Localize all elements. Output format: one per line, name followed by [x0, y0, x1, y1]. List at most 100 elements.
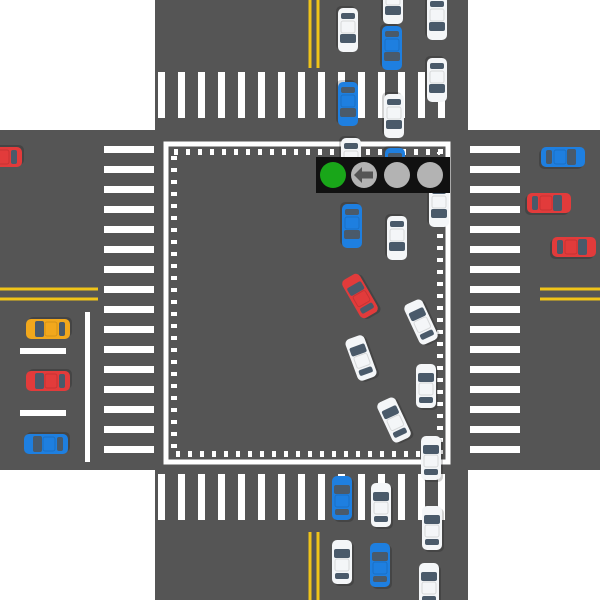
- crosswalk-stripe: [278, 72, 285, 118]
- car-rear-window: [374, 516, 388, 522]
- crosswalk-stripe: [258, 474, 265, 520]
- left-arrow-icon: [354, 167, 373, 183]
- traffic-light-green-lamp: [320, 162, 346, 188]
- crosswalk-east: [470, 146, 520, 453]
- crosswalk-stripe: [104, 226, 154, 233]
- crosswalk-stripe: [258, 72, 265, 118]
- car-white: [419, 563, 441, 600]
- crosswalk-stripe: [470, 326, 520, 333]
- car-red: [0, 145, 24, 167]
- car-rear-window: [11, 150, 17, 164]
- crosswalk-stripe: [104, 426, 154, 433]
- crosswalk-stripe: [470, 306, 520, 313]
- car-rear-window: [419, 397, 433, 403]
- car-windshield: [340, 108, 356, 117]
- crosswalk-stripe: [178, 72, 185, 118]
- crosswalk-stripe: [298, 72, 305, 118]
- car-windshield: [372, 552, 388, 561]
- car-rear-window: [358, 366, 373, 376]
- car-windshield: [431, 209, 447, 218]
- traffic-light: [316, 157, 450, 193]
- car-white: [377, 397, 414, 444]
- crosswalk-stripe: [470, 446, 520, 453]
- crosswalk-stripe: [158, 474, 165, 520]
- crosswalk-stripe: [238, 72, 245, 118]
- crosswalk-stripe: [104, 286, 154, 293]
- car-rear-window: [335, 509, 349, 515]
- car-windshield: [347, 281, 365, 296]
- crosswalk-stripe: [178, 474, 185, 520]
- car-rear-window: [335, 573, 349, 579]
- car-rear-window: [532, 196, 538, 210]
- car-rear-window: [422, 596, 436, 600]
- crosswalk-west: [104, 146, 154, 453]
- car-yellow: [26, 317, 72, 339]
- car-rear-window: [59, 374, 65, 388]
- crosswalk-stripe: [198, 474, 205, 520]
- car-blue: [380, 24, 402, 70]
- crosswalk-stripe: [470, 406, 520, 413]
- car-blue: [370, 543, 392, 589]
- car-windshield: [340, 34, 356, 43]
- car-red: [525, 193, 571, 215]
- car-red: [342, 273, 381, 319]
- crosswalk-south: [158, 474, 445, 520]
- car-windshield: [381, 405, 399, 420]
- car-rear-window: [373, 576, 387, 582]
- car-white: [332, 540, 354, 586]
- car-white: [345, 335, 380, 382]
- car-windshield: [578, 239, 587, 255]
- crosswalk-stripe: [104, 266, 154, 273]
- car-red: [26, 369, 72, 391]
- crosswalk-stripe: [104, 446, 154, 453]
- car-windshield: [386, 120, 402, 129]
- car-blue: [336, 80, 358, 126]
- car-rear-window: [557, 240, 563, 254]
- car-windshield: [408, 307, 426, 322]
- west-lane-markings: [20, 312, 90, 462]
- car-blue: [539, 147, 585, 169]
- car-rear-window: [430, 1, 444, 7]
- crosswalk-stripe: [104, 246, 154, 253]
- crosswalk-stripe: [318, 474, 325, 520]
- crosswalk-stripe: [418, 72, 425, 118]
- crosswalk-stripe: [470, 206, 520, 213]
- crosswalk-stripe: [418, 474, 425, 520]
- car-windshield: [567, 149, 576, 165]
- crosswalk-stripe: [104, 206, 154, 213]
- crosswalk-stripe: [104, 166, 154, 173]
- car-rear-window: [385, 31, 399, 37]
- crosswalk-stripe: [470, 266, 520, 273]
- car-white: [416, 364, 438, 410]
- crosswalk-stripe: [470, 246, 520, 253]
- crosswalk-stripe: [470, 366, 520, 373]
- crosswalk-stripe: [238, 474, 245, 520]
- car-windshield: [424, 515, 440, 524]
- crosswalk-stripe: [358, 72, 365, 118]
- car-white: [404, 299, 441, 346]
- car-windshield: [334, 549, 350, 558]
- crosswalk-stripe: [470, 346, 520, 353]
- crosswalk-stripe: [470, 426, 520, 433]
- car-windshield: [35, 321, 44, 337]
- car-rear-window: [392, 427, 407, 438]
- intersection-box-hatch-border: [171, 149, 443, 457]
- crosswalk-stripe: [104, 386, 154, 393]
- car-windshield: [429, 84, 445, 93]
- crosswalk-stripe: [470, 226, 520, 233]
- car-rear-window: [341, 87, 355, 93]
- car-windshield: [553, 195, 562, 211]
- car-white: [336, 6, 358, 52]
- crosswalk-stripe: [104, 306, 154, 313]
- crosswalk-stripe: [470, 166, 520, 173]
- car-white: [425, 0, 447, 40]
- car-windshield: [373, 492, 389, 501]
- crosswalk-stripe: [398, 474, 405, 520]
- car-rear-window: [425, 539, 439, 545]
- crosswalk-stripe: [104, 326, 154, 333]
- car-rear-window: [419, 329, 434, 340]
- intersection-box-outline: [163, 141, 451, 465]
- car-windshield: [35, 373, 44, 389]
